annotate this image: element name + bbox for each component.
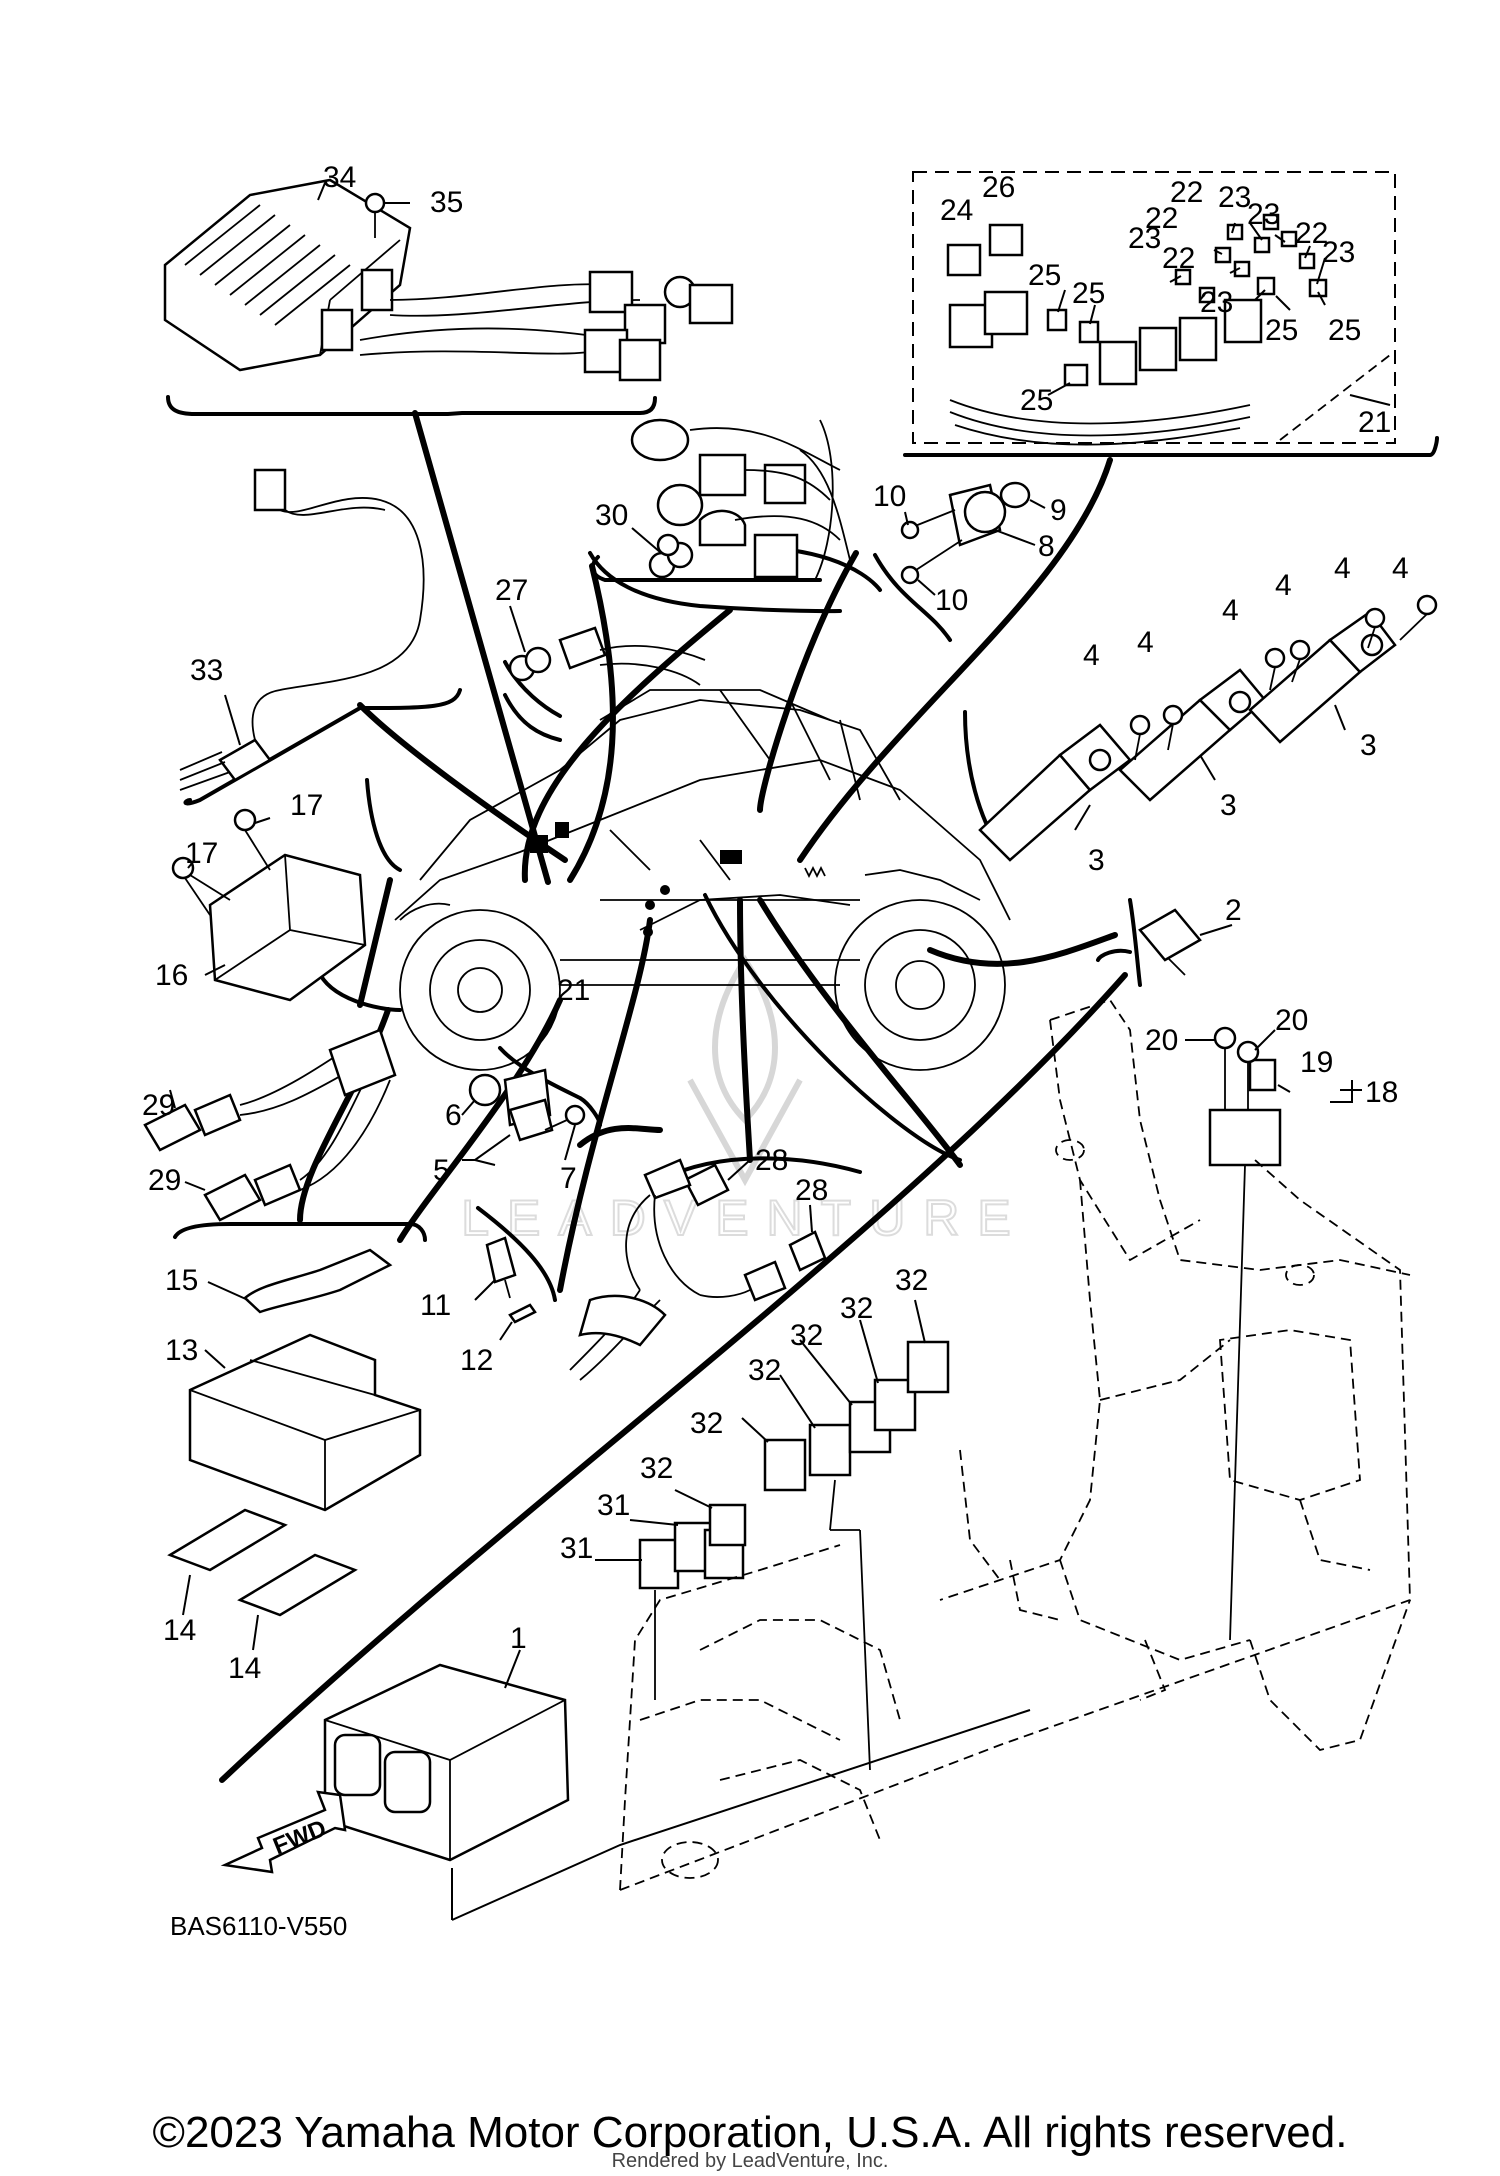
callout-20: 20 <box>1275 1004 1308 1037</box>
callout-22: 22 <box>1170 176 1203 209</box>
callout-31: 31 <box>560 1532 593 1565</box>
copyright-notice: ©2023 Yamaha Motor Corporation, U.S.A. A… <box>152 2108 1348 2157</box>
sensor-5 <box>461 1068 586 1166</box>
callout-4: 4 <box>1137 626 1154 659</box>
callout-3: 3 <box>1220 789 1237 822</box>
callout-5: 5 <box>433 1154 450 1187</box>
diagram-code: BAS6110-V550 <box>170 1911 347 1941</box>
callout-7: 7 <box>560 1162 577 1195</box>
callout-4: 4 <box>1222 594 1239 627</box>
unit-16 <box>171 808 367 1002</box>
callout-28: 28 <box>795 1174 828 1207</box>
callout-15: 15 <box>165 1264 198 1297</box>
callout-12: 12 <box>460 1344 493 1377</box>
fwd-arrow: FWD <box>220 1790 347 1874</box>
callout-17: 17 <box>290 789 323 822</box>
callout-13: 13 <box>165 1334 198 1367</box>
callout-18: 18 <box>1365 1076 1398 1109</box>
callout-6: 6 <box>445 1099 462 1132</box>
watermark-text: LEADVENTURE <box>461 1190 1029 1246</box>
callout-26: 26 <box>982 171 1015 204</box>
callout-30: 30 <box>595 499 628 532</box>
battery-13 <box>167 1248 422 1651</box>
callout-32: 32 <box>895 1264 928 1297</box>
callout-2: 2 <box>1225 894 1242 927</box>
callout-25: 25 <box>1072 277 1105 310</box>
callout-25: 25 <box>1265 314 1298 347</box>
callout-23: 23 <box>1200 286 1233 319</box>
connector-27 <box>503 605 706 718</box>
callout-34: 34 <box>323 161 356 194</box>
callout-22: 22 <box>1295 217 1328 250</box>
callout-22: 22 <box>1162 242 1195 275</box>
callout-31: 31 <box>597 1489 630 1522</box>
sensor-11 <box>474 1236 537 1341</box>
rendered-by-notice: Rendered by LeadVenture, Inc. <box>611 2150 889 2172</box>
callout-10: 10 <box>935 584 968 617</box>
control-unit-34 <box>163 178 734 382</box>
callout-20: 20 <box>1145 1024 1178 1057</box>
callout-10: 10 <box>873 480 906 513</box>
callout-4: 4 <box>1275 569 1292 602</box>
injectors-3 <box>978 594 1438 862</box>
watermark: LEADVENTURE <box>460 954 1029 1247</box>
fuse-relay-group <box>912 171 1396 446</box>
callout-25: 25 <box>1020 384 1053 417</box>
callout-8: 8 <box>1038 530 1055 563</box>
callout-23: 23 <box>1128 222 1161 255</box>
section-dividers <box>166 395 1439 1783</box>
callout-17: 17 <box>185 837 218 870</box>
callout-33: 33 <box>190 654 223 687</box>
relay-18 <box>1185 1026 1362 1641</box>
callout-16: 16 <box>155 959 188 992</box>
callout-22: 22 <box>1145 202 1178 235</box>
callout-4: 4 <box>1334 552 1351 585</box>
callout-32: 32 <box>690 1407 723 1440</box>
callout-23: 23 <box>1322 236 1355 269</box>
callout-3: 3 <box>1088 844 1105 877</box>
sensor-2 <box>1138 908 1233 976</box>
callout-9: 9 <box>1050 494 1067 527</box>
callout-4: 4 <box>1083 639 1100 672</box>
callout-23: 23 <box>1247 198 1280 231</box>
callout-25: 25 <box>1028 259 1061 292</box>
callout-32: 32 <box>840 1292 873 1325</box>
callout-4: 4 <box>1392 552 1409 585</box>
control-unit-1 <box>323 1649 1031 1921</box>
connectors-29 <box>143 1028 397 1222</box>
sensor-33 <box>179 468 425 791</box>
callout-27: 27 <box>495 574 528 607</box>
harness-28 <box>569 1158 827 1381</box>
callout-29: 29 <box>148 1164 181 1197</box>
callout-32: 32 <box>640 1452 673 1485</box>
callout-11: 11 <box>420 1289 451 1322</box>
callout-24: 24 <box>940 194 973 227</box>
callout-32: 32 <box>790 1319 823 1352</box>
callout-14: 14 <box>163 1614 196 1647</box>
callout-3: 3 <box>1360 729 1377 762</box>
frame-outline <box>619 998 1411 1891</box>
callout-1: 1 <box>510 1622 527 1655</box>
sensor-8 <box>873 481 1046 642</box>
callout-29: 29 <box>142 1089 175 1122</box>
callout-35: 35 <box>430 186 463 219</box>
vehicle-outline <box>394 689 1011 1071</box>
harness-30 <box>590 418 851 582</box>
callout-14: 14 <box>228 1652 261 1685</box>
callouts: 1 2 3 3 3 4 4 4 4 4 4 5 6 7 8 9 10 10 11… <box>142 161 1409 1685</box>
callout-25: 25 <box>1328 314 1361 347</box>
callout-21: 21 <box>557 974 590 1007</box>
callout-23: 23 <box>1218 181 1251 214</box>
callout-32: 32 <box>748 1354 781 1387</box>
callout-21: 21 <box>1358 406 1391 439</box>
callout-19: 19 <box>1300 1046 1333 1079</box>
relays-32 <box>595 1299 950 1771</box>
callout-28: 28 <box>755 1144 788 1177</box>
